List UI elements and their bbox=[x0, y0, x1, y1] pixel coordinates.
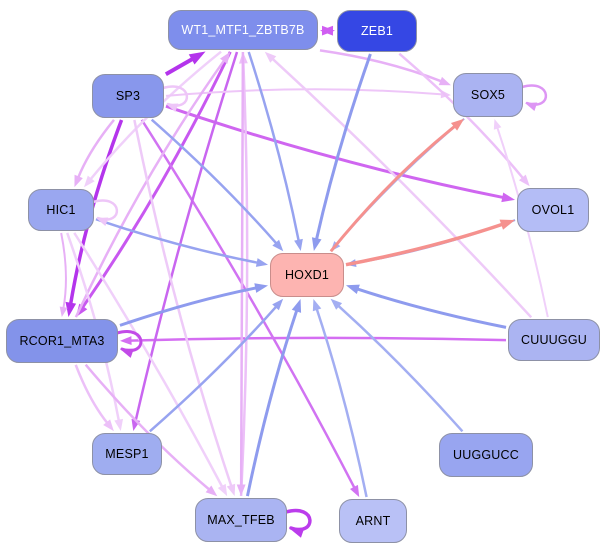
node-cuuuggu[interactable]: CUUUGGU bbox=[508, 319, 600, 361]
arrowhead-self-MAX_TFEB bbox=[289, 527, 305, 538]
node-label: WT1_MTF1_ZBTB7B bbox=[181, 23, 305, 37]
arrowhead-SP3-HIC1 bbox=[74, 174, 83, 188]
edge-CUUUGGU-WT1_MTF1_ZBTB7B bbox=[271, 57, 533, 319]
edge-RCOR1_MTA3-MESP1 bbox=[74, 364, 109, 425]
edge-RCOR1_MTA3-MAX_TFEB bbox=[84, 363, 211, 491]
arrowhead-ZEB1-WT1_MTF1_ZBTB7B bbox=[319, 25, 334, 36]
node-label: HOXD1 bbox=[284, 268, 330, 282]
edge-self-SOX5 bbox=[520, 84, 548, 106]
node-hoxd1[interactable]: HOXD1 bbox=[270, 253, 344, 297]
arrowhead-ZEB1-HOXD1 bbox=[311, 237, 322, 252]
arrowhead-CUUUGGU-HOXD1 bbox=[345, 284, 360, 294]
arrowhead-self-SP3 bbox=[166, 103, 179, 112]
edge-ARNT-HOXD1 bbox=[315, 307, 368, 498]
edge-RCOR1_MTA3-WT1_MTF1_ZBTB7B bbox=[74, 59, 226, 318]
node-label: SP3 bbox=[115, 89, 141, 103]
arrowhead-HIC1-HOXD1 bbox=[255, 258, 269, 267]
edge-CUUUGGU-RCOR1_MTA3 bbox=[129, 336, 507, 342]
node-label: RCOR1_MTA3 bbox=[19, 334, 105, 348]
arrowhead-WT1_MTF1_ZBTB7B-SOX5 bbox=[438, 76, 452, 86]
arrowhead-HOXD1-SOX5 bbox=[450, 118, 465, 131]
edge-self-HIC1 bbox=[91, 199, 119, 221]
edge-WT1_MTF1_ZBTB7B-SOX5 bbox=[319, 49, 443, 83]
arrowhead-ZEB1-OVOL1 bbox=[518, 174, 530, 187]
edge-WT1_MTF1_ZBTB7B-HOXD1 bbox=[247, 51, 301, 242]
node-label: MAX_TFEB bbox=[207, 513, 275, 527]
edge-SP3-HIC1 bbox=[76, 119, 115, 179]
node-label: ZEB1 bbox=[360, 24, 394, 38]
edge-HIC1-RCOR1_MTA3 bbox=[60, 232, 67, 309]
arrowhead-RCOR1_MTA3-WT1_MTF1_ZBTB7B bbox=[219, 51, 231, 64]
node-label: HIC1 bbox=[46, 203, 76, 217]
arrowhead-HOXD1-OVOL1 bbox=[499, 219, 516, 230]
edge-UUGGUCC-HOXD1 bbox=[336, 304, 464, 433]
arrowhead-MESP1-HOXD1 bbox=[272, 298, 284, 311]
node-rcor1_mta3[interactable]: RCOR1_MTA3 bbox=[6, 319, 118, 363]
arrowhead-CUUUGGU-SOX5 bbox=[493, 118, 502, 130]
arrowhead-self-RCOR1_MTA3 bbox=[120, 348, 134, 358]
arrowhead-CUUUGGU-WT1_MTF1_ZBTB7B bbox=[264, 51, 277, 63]
node-zeb1[interactable]: ZEB1 bbox=[337, 10, 417, 52]
node-mesp1[interactable]: MESP1 bbox=[92, 433, 162, 475]
arrowhead-SP3-ARNT bbox=[350, 484, 360, 498]
arrowhead-self-HIC1 bbox=[96, 217, 109, 226]
arrowhead-ARNT-HOXD1 bbox=[312, 298, 322, 312]
arrowhead-SP3-OVOL1 bbox=[501, 192, 516, 203]
edge-WT1_MTF1_ZBTB7B-MAX_TFEB bbox=[239, 51, 245, 487]
node-label: CUUUGGU bbox=[521, 333, 587, 347]
edge-CUUUGGU-HOXD1 bbox=[355, 287, 507, 329]
edge-HIC1-HOXD1 bbox=[95, 218, 259, 265]
edge-RCOR1_MTA3-HOXD1 bbox=[119, 286, 258, 327]
node-uuggucc[interactable]: UUGGUCC bbox=[439, 433, 533, 477]
edge-HOXD1-OVOL1 bbox=[345, 222, 504, 267]
arrowhead-WT1_MTF1_ZBTB7B-HIC1 bbox=[83, 175, 95, 188]
arrowhead-self-SOX5 bbox=[525, 102, 538, 111]
node-label: ARNT bbox=[355, 514, 391, 528]
edge-ZEB1-HOXD1 bbox=[314, 53, 372, 241]
node-label: UUGGUCC bbox=[453, 448, 519, 462]
arrowhead-UUGGUCC-HOXD1 bbox=[330, 298, 343, 310]
edge-MESP1-HOXD1 bbox=[149, 305, 278, 433]
node-wt1_mtf1_zbtb7b[interactable]: WT1_MTF1_ZBTB7B bbox=[168, 10, 318, 50]
node-label: MESP1 bbox=[105, 447, 149, 461]
arrowhead-RCOR1_MTA3-HOXD1 bbox=[254, 283, 269, 293]
edge-self-MAX_TFEB bbox=[284, 508, 312, 532]
edge-SP3-WT1_MTF1_ZBTB7B bbox=[164, 56, 195, 77]
arrowhead-SP3-MAX_TFEB bbox=[226, 483, 236, 497]
node-arnt[interactable]: ARNT bbox=[339, 499, 407, 543]
edge-HIC1-MAX_TFEB bbox=[73, 232, 224, 489]
edge-MAX_TFEB-HOXD1 bbox=[245, 308, 299, 497]
arrowhead-CUUUGGU-RCOR1_MTA3 bbox=[120, 336, 132, 346]
edge-SP3-ARNT bbox=[140, 119, 356, 490]
arrowhead-SP3-HOXD1 bbox=[272, 239, 284, 252]
node-label: OVOL1 bbox=[531, 203, 575, 217]
edge-WT1_MTF1_ZBTB7B-MESP1 bbox=[134, 51, 239, 422]
node-label: SOX5 bbox=[470, 88, 506, 102]
arrowhead-HIC1-MAX_TFEB bbox=[217, 483, 228, 497]
arrowhead-HIC1-RCOR1_MTA3 bbox=[59, 306, 68, 318]
arrowhead-WT1_MTF1_ZBTB7B-HOXD1 bbox=[294, 238, 303, 252]
node-max_tfeb[interactable]: MAX_TFEB bbox=[195, 498, 287, 542]
arrowhead-WT1_MTF1_ZBTB7B-MAX_TFEB bbox=[236, 484, 246, 496]
arrowhead-MAX_TFEB-HOXD1 bbox=[291, 298, 302, 313]
arrowhead-SP3-WT1_MTF1_ZBTB7B bbox=[188, 51, 206, 65]
edge-HOXD1-SOX5 bbox=[329, 124, 457, 253]
node-hic1[interactable]: HIC1 bbox=[28, 189, 94, 231]
arrowhead-RCOR1_MTA3-MAX_TFEB bbox=[205, 485, 218, 497]
node-sp3[interactable]: SP3 bbox=[92, 74, 164, 118]
arrowhead-HIC1-MESP1 bbox=[114, 418, 124, 432]
node-ovol1[interactable]: OVOL1 bbox=[517, 188, 589, 232]
node-sox5[interactable]: SOX5 bbox=[453, 73, 523, 117]
arrowhead-RCOR1_MTA3-MESP1 bbox=[103, 419, 114, 432]
arrowhead-SP3-RCOR1_MTA3 bbox=[65, 301, 77, 318]
edge-SP3-HOXD1 bbox=[150, 118, 278, 245]
edge-MAX_TFEB-WT1_MTF1_ZBTB7B bbox=[239, 61, 249, 497]
